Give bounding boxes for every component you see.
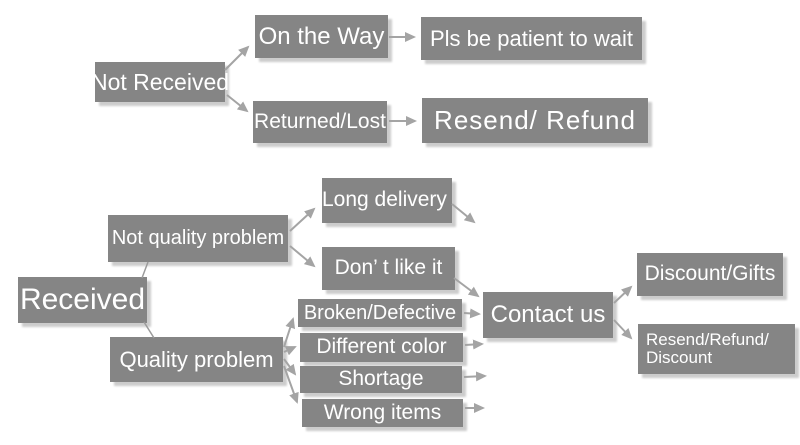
node-returned-lost: Returned/Lost (253, 101, 387, 143)
node-wrong-items: Wrong items (302, 399, 463, 427)
arrow-not-received-to-on-the-way (224, 45, 250, 71)
arrow-qp-to-different-color (283, 346, 297, 356)
node-not-quality-problem: Not quality problem (108, 215, 288, 262)
node-received: Received (18, 277, 147, 323)
arrow-qp-to-wrong-items (283, 365, 299, 404)
arrow-shortage-to-contact-us (463, 371, 487, 382)
arrow-contact-us-to-resend-refund-discount (613, 319, 633, 340)
node-dont-like-it: Don’ t like it (322, 247, 455, 290)
arrow-long-delivery-out (451, 203, 476, 224)
arrow-contact-us-to-discount-gifts (613, 285, 633, 304)
node-resend-refund: Resend/ Refund (422, 98, 648, 143)
node-broken-defective: Broken/Defective (298, 299, 462, 327)
node-contact-us: Contact us (483, 292, 613, 338)
arrow-dont-like-it-to-contact-us (453, 277, 480, 298)
node-resend-refund-discount: Resend/Refund/ Discount (638, 324, 795, 374)
arrow-nqp-to-dont-like-it (289, 245, 316, 268)
node-on-the-way: On the Way (255, 15, 388, 58)
arrow-qp-to-shortage (283, 358, 297, 376)
connector-received-to-not-quality-problem (141, 261, 149, 279)
arrow-qp-to-broken-defective (283, 317, 296, 348)
node-different-color: Different color (300, 333, 463, 362)
arrow-nqp-to-long-delivery (289, 207, 316, 232)
node-resend-refund-discount-line2: Discount (646, 348, 713, 367)
arrow-different-color-to-contact-us (464, 339, 484, 350)
arrow-broken-defective-to-contact-us (463, 308, 481, 319)
node-quality-problem: Quality problem (110, 337, 283, 382)
node-resend-refund-discount-line1: Resend/Refund/ (646, 330, 769, 350)
connector-received-to-quality-problem (143, 321, 155, 339)
arrow-not-received-to-returned-lost (226, 94, 249, 113)
node-not-received: Not Received (91, 62, 229, 102)
node-shortage: Shortage (300, 366, 462, 393)
node-long-delivery: Long delivery (322, 178, 452, 223)
node-discount-gifts: Discount/Gifts (637, 253, 783, 296)
node-pls-be-patient: Pls be patient to wait (421, 17, 642, 60)
